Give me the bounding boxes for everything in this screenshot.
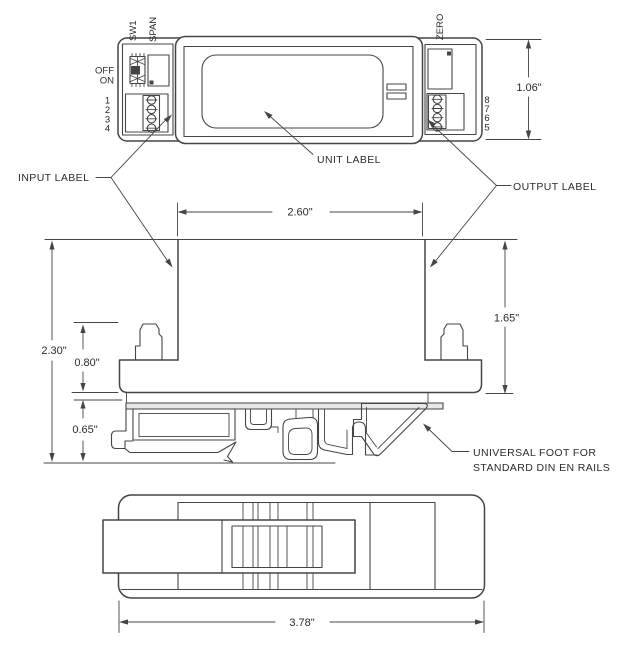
svg-text:4: 4: [105, 124, 110, 135]
dim-text-2-60: 2.60": [287, 207, 312, 219]
unit-label-area: [201, 54, 384, 129]
universal-foot: [352, 402, 428, 457]
sw1-label: SW1: [128, 20, 139, 41]
input-panel-outline: [121, 43, 174, 136]
bottom-view: 3.78": [102, 494, 486, 633]
dimension-0-65: 0.65": [72, 399, 123, 462]
center-block-outline: [174, 35, 424, 145]
callout-leaders: INPUT LABEL UNIT LABEL OUTPUT LABEL UNIV…: [18, 111, 610, 474]
dim-text-3-78: 3.78": [289, 617, 314, 629]
right-latch-clip: [440, 323, 469, 361]
svg-text:6: 6: [484, 113, 489, 124]
din-rail-section: [110, 408, 237, 463]
svg-text:2: 2: [105, 105, 110, 116]
screw-terminal-icons: [145, 95, 158, 133]
led-1: [386, 83, 407, 91]
dim-text-2-30: 2.30": [41, 345, 66, 357]
dimension-2-30: 2.30": [41, 240, 67, 462]
switch-on-label: ON: [100, 76, 114, 87]
label-recess-outline: [183, 45, 414, 138]
spring-clip: [244, 408, 378, 461]
unit-label-leader: [267, 114, 314, 155]
svg-text:1: 1: [105, 96, 110, 107]
flange-outline: [118, 359, 483, 394]
top-view: SW1 SPAN ZERO OFF ON 1 2 3 4 8 7 6 5 1.0…: [95, 14, 542, 145]
svg-text:5: 5: [484, 122, 489, 133]
foot-note-line1: UNIVERSAL FOOT FOR: [473, 447, 596, 459]
zero-pot-icon: [427, 48, 453, 90]
input-label-leader: [95, 118, 171, 265]
span-pot-icon: [147, 54, 170, 87]
zero-label: ZERO: [435, 14, 446, 40]
output-terminal-block: [426, 92, 465, 132]
output-label-callout: OUTPUT LABEL: [513, 181, 596, 193]
dimension-1-06: 1.06": [485, 39, 542, 140]
dimension-2-60: 2.60": [177, 202, 423, 237]
dimension-0-80: 0.80": [71, 322, 119, 393]
din-mount-assembly: [110, 392, 444, 463]
led-2: [386, 92, 407, 100]
svg-text:3: 3: [105, 114, 110, 125]
svg-text:8: 8: [484, 95, 489, 106]
input-terminal-block: [124, 93, 169, 133]
foot-note-leader: [426, 426, 470, 452]
unit-label-callout: UNIT LABEL: [317, 154, 381, 166]
foot-plate: [125, 402, 444, 410]
output-terminal-numbers: 8 7 6 5: [484, 95, 489, 134]
input-label-callout: INPUT LABEL: [18, 172, 89, 184]
span-label: SPAN: [148, 17, 159, 42]
switch-off-label: OFF: [95, 66, 114, 77]
dim-text-1-06: 1.06": [516, 82, 541, 94]
output-panel-outline: [424, 43, 477, 136]
led-indicators: [386, 83, 407, 100]
svg-text:7: 7: [484, 104, 489, 115]
front-view: 2.60" 2.30" 0.80" 0.65" 1.65: [41, 202, 519, 464]
left-latch-clip: [134, 323, 163, 361]
dim-text-0-65: 0.65": [72, 424, 97, 436]
dimension-1-65: 1.65": [485, 240, 519, 394]
bottom-band-details: [242, 502, 314, 590]
input-terminal-numbers: 1 2 3 4: [105, 96, 110, 135]
output-label-leader: [430, 123, 512, 264]
dimension-3-78: 3.78": [118, 600, 485, 633]
din-latch-slider: [102, 519, 356, 574]
screw-terminal-icons: [431, 94, 444, 132]
foot-note-line2: STANDARD DIN EN RAILS: [473, 462, 610, 474]
dim-text-0-80: 0.80": [74, 357, 99, 369]
dim-text-1-65: 1.65": [494, 313, 519, 325]
dip-switch-icon: [129, 53, 146, 87]
body-sides: [177, 238, 426, 361]
